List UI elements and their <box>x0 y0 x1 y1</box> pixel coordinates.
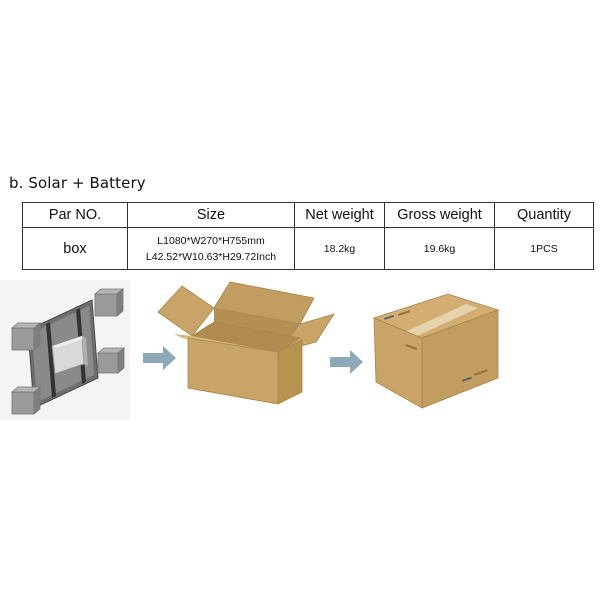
size-inch: L42.52*W10.63*H29.72Inch <box>145 250 277 263</box>
header-gross-weight: Gross weight <box>384 202 495 228</box>
cell-part-no: box <box>22 227 128 270</box>
cell-gross-weight: 19.6kg <box>384 227 495 270</box>
cell-size: L1080*W270*H755mm L42.52*W10.63*H29.72In… <box>127 227 295 270</box>
cell-quantity: 1PCS <box>494 227 594 270</box>
open-box-icon <box>157 281 335 405</box>
table-row: box L1080*W270*H755mm L42.52*W10.63*H29.… <box>22 227 594 270</box>
size-mm: L1080*W270*H755mm <box>157 234 265 247</box>
packing-spec-table: Par NO. Size Net weight Gross weight Qua… <box>22 202 594 270</box>
header-net-weight: Net weight <box>294 202 385 228</box>
arrow-right-icon <box>330 350 363 374</box>
header-quantity: Quantity <box>494 202 594 228</box>
table-header-row: Par NO. Size Net weight Gross weight Qua… <box>22 202 594 228</box>
sealed-box-icon <box>372 293 500 409</box>
solar-panel-battery-icon <box>0 280 130 420</box>
cell-net-weight: 18.2kg <box>294 227 385 270</box>
header-size: Size <box>127 202 295 228</box>
packing-process-figure <box>0 280 600 425</box>
section-title: b. Solar + Battery <box>9 174 146 192</box>
header-part-no: Par NO. <box>22 202 128 228</box>
arrow-right-icon <box>143 346 176 370</box>
